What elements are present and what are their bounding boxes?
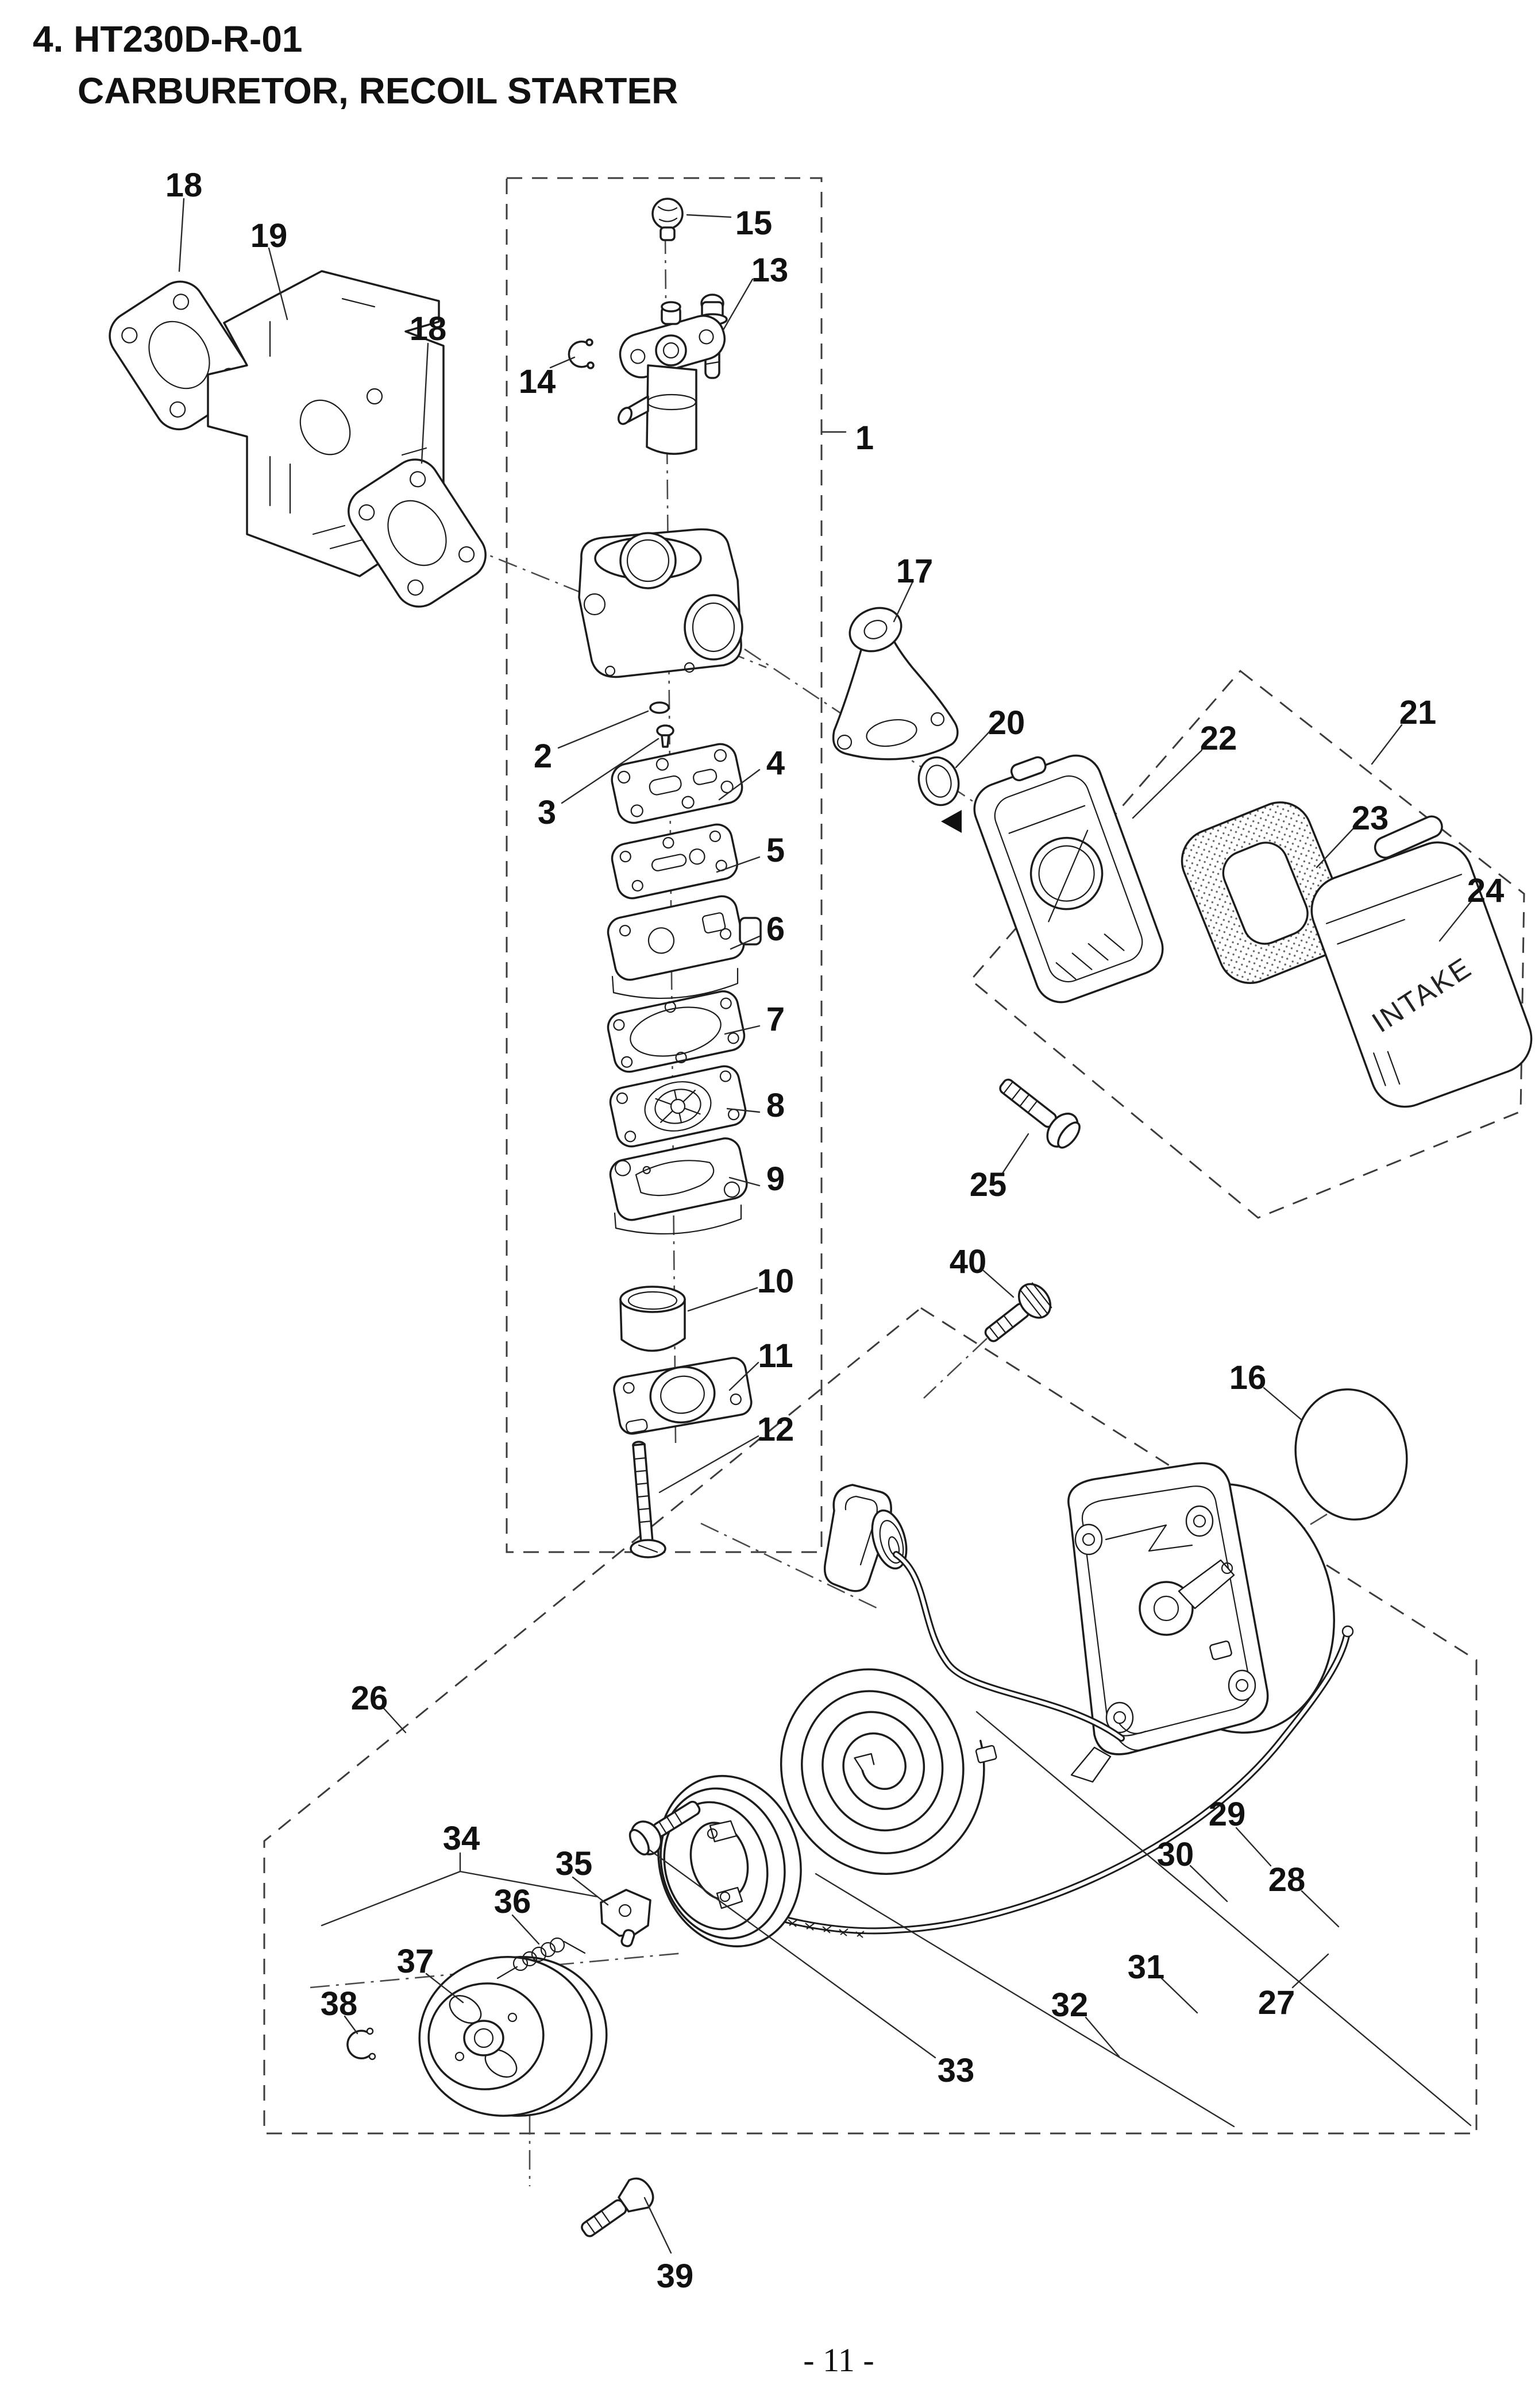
part-20-seal-ring [917, 756, 960, 806]
callout-36: 36 [494, 1883, 531, 1920]
callout-31: 31 [1128, 1948, 1165, 1986]
callout-8: 8 [766, 1087, 785, 1124]
part-6-carb-center-body [607, 895, 762, 1000]
starter-grip [823, 1484, 908, 1592]
page-number: - 11 - [803, 2341, 874, 2379]
part-36-pawl-spring [496, 1937, 586, 1979]
part-39-screw [581, 2177, 654, 2237]
callout-14: 14 [519, 363, 556, 400]
callout-20: 20 [988, 704, 1025, 742]
callout-18b: 18 [410, 310, 447, 348]
part-17-bracket [832, 607, 959, 761]
part-rope-pulley [657, 1774, 802, 1948]
callout-25: 25 [970, 1166, 1007, 1203]
callout-21: 21 [1399, 694, 1437, 731]
callout-6: 6 [766, 910, 785, 948]
callout-30: 30 [1157, 1836, 1194, 1873]
callout-16: 16 [1229, 1359, 1267, 1396]
callout-5: 5 [766, 832, 785, 869]
page-title-subtitle: CARBURETOR, RECOIL STARTER [78, 70, 678, 111]
callout-35: 35 [556, 1845, 593, 1882]
part-23-filter-element [1181, 801, 1349, 985]
fuel-pump-body [617, 301, 726, 455]
callout-13: 13 [751, 252, 789, 289]
part-11-primer-base-plate [613, 1357, 753, 1435]
part-10-primer-cup [619, 1286, 686, 1352]
callout-38: 38 [321, 1985, 358, 2023]
callout-34: 34 [443, 1820, 480, 1857]
part-15-idle-screw [651, 198, 684, 241]
part-8-diaphragm [609, 1065, 747, 1148]
callout-22: 22 [1200, 720, 1237, 757]
callout-39: 39 [657, 2258, 694, 2295]
part-recoil-spring-spiral [780, 1668, 997, 1875]
callout-28: 28 [1268, 1861, 1306, 1898]
part-33-screw [628, 1800, 701, 1856]
part-9-pump-cover [609, 1137, 748, 1235]
callout-27: 27 [1258, 1984, 1295, 2021]
callout-3: 3 [538, 794, 556, 831]
part-25-screw [999, 1078, 1081, 1149]
callout-17: 17 [896, 553, 934, 590]
part-40-screw [984, 1282, 1052, 1342]
callout-24: 24 [1467, 872, 1505, 909]
leader-lines [178, 198, 1473, 2254]
part-3-inlet-needle [656, 724, 674, 748]
callout-40: 40 [950, 1243, 987, 1280]
part-37-clutch-drum [418, 1956, 608, 2117]
callout-29: 29 [1209, 1796, 1246, 1833]
callout-33: 33 [938, 2052, 975, 2089]
direction-arrow-icon [941, 810, 962, 833]
callout-10: 10 [757, 1263, 795, 1300]
callout-26: 26 [351, 1680, 388, 1717]
part-22-air-cleaner-base [941, 754, 1164, 1004]
callout-numbers: 18 19 18 15 13 14 1 17 2 3 4 5 6 7 8 9 1… [165, 167, 1505, 2295]
part-24-air-cleaner-cover: INTAKE [1310, 815, 1533, 1108]
part-14-e-clip [568, 338, 595, 369]
callout-1: 1 [855, 419, 874, 457]
part-5-gasket [611, 823, 738, 900]
carburetor-body [578, 528, 743, 678]
callout-19: 19 [250, 217, 288, 254]
callout-12: 12 [757, 1411, 795, 1448]
part-12-long-screw [630, 1441, 666, 1558]
part-4-metering-plate [611, 743, 743, 824]
callout-2: 2 [534, 738, 552, 775]
callout-32: 32 [1051, 1986, 1089, 2024]
callout-9: 9 [766, 1160, 785, 1198]
callout-7: 7 [766, 1001, 785, 1038]
callout-18a: 18 [165, 167, 203, 204]
part-16-starter-cover-disc [1294, 1388, 1408, 1521]
callout-23: 23 [1352, 800, 1389, 837]
part-38-e-clip [346, 2027, 376, 2060]
callout-4: 4 [766, 744, 785, 782]
part-18-gasket-right [348, 458, 487, 608]
starter-rope [743, 1551, 1354, 1938]
callout-37: 37 [397, 1943, 434, 1980]
page-title-model: 4. HT230D-R-01 [33, 18, 303, 60]
part-2-washer [649, 701, 670, 714]
part-7-gasket-large-hole [607, 990, 746, 1073]
recoil-housing [1067, 1462, 1335, 1783]
callout-15: 15 [735, 204, 773, 242]
part-35-pawl [600, 1889, 651, 1947]
callout-11: 11 [758, 1337, 793, 1375]
